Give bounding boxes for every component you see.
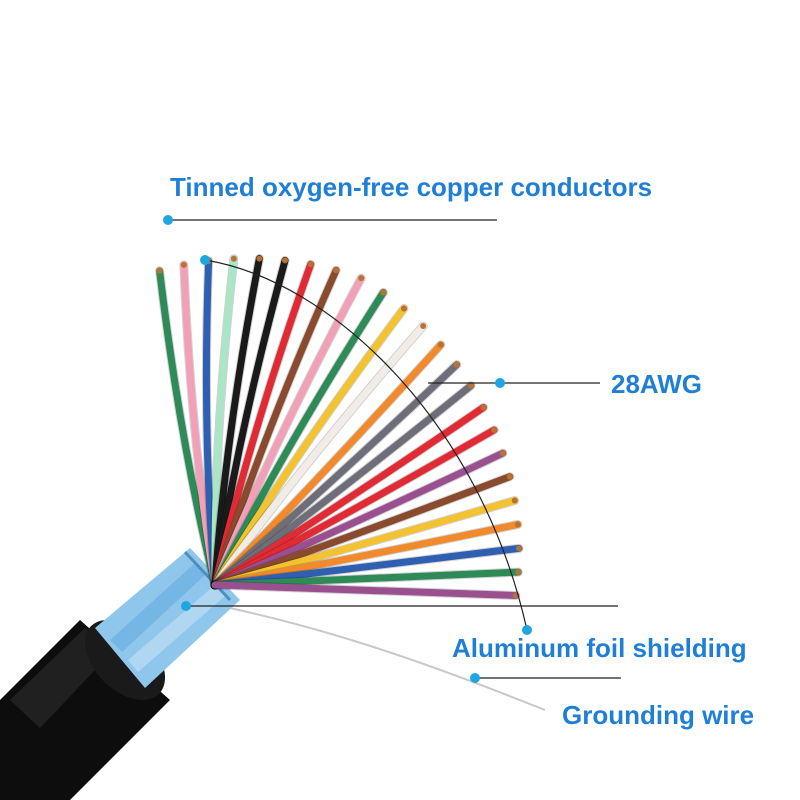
wire-copper-tip bbox=[512, 498, 518, 504]
marker-dot-foil bbox=[181, 601, 191, 611]
wire-copper-tip bbox=[480, 404, 486, 410]
wire-copper-tip bbox=[515, 521, 521, 527]
marker-dot-awg-top bbox=[200, 255, 210, 265]
wire-copper-tip bbox=[420, 323, 426, 329]
wire-copper-tip bbox=[358, 275, 364, 281]
wire-copper-tip bbox=[507, 474, 513, 480]
conductors-label: Tinned oxygen-free copper conductors bbox=[170, 174, 652, 200]
wire-copper-tip bbox=[454, 362, 460, 368]
wire-copper-tip bbox=[231, 256, 237, 262]
marker-dot-conductors bbox=[163, 215, 173, 225]
foil-label: Aluminum foil shielding bbox=[452, 635, 747, 661]
wire-copper-tip bbox=[282, 257, 288, 263]
wire-copper-tip bbox=[333, 267, 339, 273]
wire-copper-tip bbox=[515, 569, 521, 575]
marker-dot-ground bbox=[470, 673, 480, 683]
grounding-wire-label: Grounding wire bbox=[562, 702, 754, 728]
conductor-fan bbox=[157, 256, 522, 599]
wire-copper-tip bbox=[308, 261, 314, 267]
wire-copper-tip bbox=[491, 427, 497, 433]
wire-copper-tip bbox=[181, 262, 187, 268]
wire-copper-tip bbox=[401, 305, 407, 311]
wire-copper-tip bbox=[157, 268, 163, 274]
marker-dot-awg bbox=[495, 378, 505, 388]
wire-copper-tip bbox=[500, 450, 506, 456]
wire-copper-tip bbox=[256, 256, 262, 262]
wire-copper-tip bbox=[380, 289, 386, 295]
wire-copper-tip bbox=[438, 342, 444, 348]
awg-label: 28AWG bbox=[611, 371, 702, 397]
wire-copper-tip bbox=[516, 545, 522, 551]
